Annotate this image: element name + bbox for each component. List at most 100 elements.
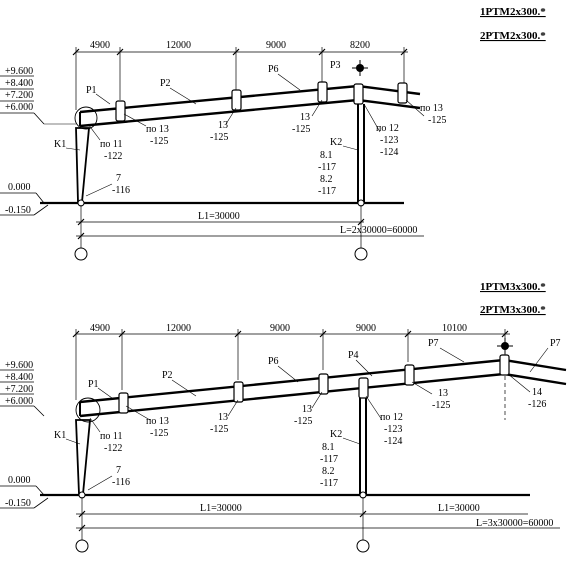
- ground-level-150: -0.150: [5, 205, 31, 216]
- member-label-K2: K2: [330, 137, 342, 148]
- top-columns: [74, 104, 365, 203]
- node-b-13-a: 13: [218, 412, 228, 423]
- node-b-13-c: 13: [438, 388, 448, 399]
- top-level-marks: [0, 75, 76, 125]
- node-b-po11-val: -122: [104, 443, 122, 454]
- k2-node-82-val: -117: [318, 186, 336, 197]
- ground-b-level-150: -0.150: [5, 498, 31, 509]
- node-b-po13-val: -125: [150, 428, 168, 439]
- member-label-P1: P1: [86, 85, 97, 96]
- k2-node-81: 8.1: [320, 150, 333, 161]
- level-9600: +9.600: [5, 66, 33, 77]
- node-b-po12-val-1: -123: [384, 424, 402, 435]
- base-b-node-7: 7: [116, 465, 121, 476]
- node-13-b: 13: [300, 112, 310, 123]
- level-7200: +7.200: [5, 90, 33, 101]
- base-node-7: 7: [116, 173, 121, 184]
- node-13-b-val: -125: [292, 124, 310, 135]
- span-label-b5: 10100: [442, 323, 467, 334]
- k2-b-node-82: 8.2: [322, 466, 335, 477]
- span-b-L1-label-2: L1=30000: [438, 503, 480, 514]
- bottom-columns: [75, 397, 367, 495]
- frame-top-title-1: 1PTM2x300.*: [480, 6, 546, 18]
- bottom-ridge-symbol: [497, 338, 513, 420]
- top-splices: [115, 81, 408, 122]
- member-label-P3: P3: [330, 60, 341, 71]
- span-label-3: 9000: [266, 40, 286, 51]
- top-ridge-symbol: [352, 60, 368, 76]
- span-label-b1: 4900: [90, 323, 110, 334]
- span-label-b3: 9000: [270, 323, 290, 334]
- top-rafter: [79, 84, 421, 128]
- node-13-a-val: -125: [210, 132, 228, 143]
- bottom-dimension-line: [72, 329, 510, 400]
- node-b-13-c-val: -125: [432, 400, 450, 411]
- bottom-span-dims: [75, 497, 560, 553]
- node-po11: по 11: [100, 139, 122, 150]
- member-b-label-P7-a: P7: [428, 338, 439, 349]
- frame-top: 1PTM2x300.* 2PTM2x300.* 4900 12000 9000 …: [0, 6, 546, 261]
- k2-node-82: 8.2: [320, 174, 333, 185]
- k2-b-node-82-val: -117: [320, 478, 338, 489]
- span-label-2: 12000: [166, 40, 191, 51]
- node-b-po11: по 11: [100, 431, 122, 442]
- node-b-13-b-val: -125: [294, 416, 312, 427]
- member-b-label-K2: K2: [330, 429, 342, 440]
- span-label-1: 4900: [90, 40, 110, 51]
- node-b-14-val: -126: [528, 399, 546, 410]
- bottom-ground: [0, 485, 530, 509]
- bottom-splices: [118, 354, 510, 414]
- node-po13-left: по 13: [146, 124, 169, 135]
- span-label-4: 8200: [350, 40, 370, 51]
- node-po13-left-val: -125: [150, 136, 168, 147]
- level-6000: +6.000: [5, 102, 33, 113]
- member-b-label-K1: K1: [54, 430, 66, 441]
- member-b-label-P6: P6: [268, 356, 279, 367]
- member-b-label-P4: P4: [348, 350, 359, 361]
- span-label-b2: 12000: [166, 323, 191, 334]
- node-po11-val: -122: [104, 151, 122, 162]
- span-L1-label: L1=30000: [198, 211, 240, 222]
- level-b-6000: +6.000: [5, 396, 33, 407]
- node-b-po13: по 13: [146, 416, 169, 427]
- top-leaders: [65, 73, 425, 197]
- k2-b-node-81: 8.1: [322, 442, 335, 453]
- node-13-a: 13: [218, 120, 228, 131]
- frame-bottom: 1PTM3x300.* 2PTM3x300.* 4900 12000 9000 …: [0, 281, 567, 553]
- level-b-9600: +9.600: [5, 360, 33, 371]
- level-b-7200: +7.200: [5, 384, 33, 395]
- bottom-leaders: [65, 347, 549, 491]
- member-b-label-P1: P1: [88, 379, 99, 390]
- top-dimension-line: [72, 47, 408, 110]
- frame-bottom-title-1: 1PTM3x300.*: [480, 281, 546, 293]
- member-label-K1: K1: [54, 139, 66, 150]
- frame-bottom-title-2: 2PTM3x300.*: [480, 304, 546, 316]
- node-po13-right-val: -125: [428, 115, 446, 126]
- ground-b-level-0: 0.000: [8, 475, 31, 486]
- span-label-b4: 9000: [356, 323, 376, 334]
- frame-top-title-2: 2PTM2x300.*: [480, 30, 546, 42]
- node-po13-right: по 13: [420, 103, 443, 114]
- span-b-L1-label-1: L1=30000: [200, 503, 242, 514]
- node-b-13-b: 13: [302, 404, 312, 415]
- member-b-label-P7-b: P7: [550, 338, 561, 349]
- node-po12-val-1: -123: [380, 135, 398, 146]
- node-b-po12-val-2: -124: [384, 436, 402, 447]
- node-po12: по 12: [376, 123, 399, 134]
- ground-level-0: 0.000: [8, 182, 31, 193]
- top-span-dims: [74, 205, 424, 261]
- member-label-P2: P2: [160, 78, 171, 89]
- member-label-P6: P6: [268, 64, 279, 75]
- bottom-level-marks: [0, 369, 45, 417]
- level-8400: +8.400: [5, 78, 33, 89]
- node-po12-val-2: -124: [380, 147, 398, 158]
- total-b-span-label: L=3x30000=60000: [476, 518, 553, 529]
- k2-b-node-81-val: -117: [320, 454, 338, 465]
- base-node-7-val: -116: [112, 185, 130, 196]
- node-b-14: 14: [532, 387, 542, 398]
- member-b-label-P2: P2: [162, 370, 173, 381]
- base-b-node-7-val: -116: [112, 477, 130, 488]
- node-b-po12: по 12: [380, 412, 403, 423]
- node-b-13-a-val: -125: [210, 424, 228, 435]
